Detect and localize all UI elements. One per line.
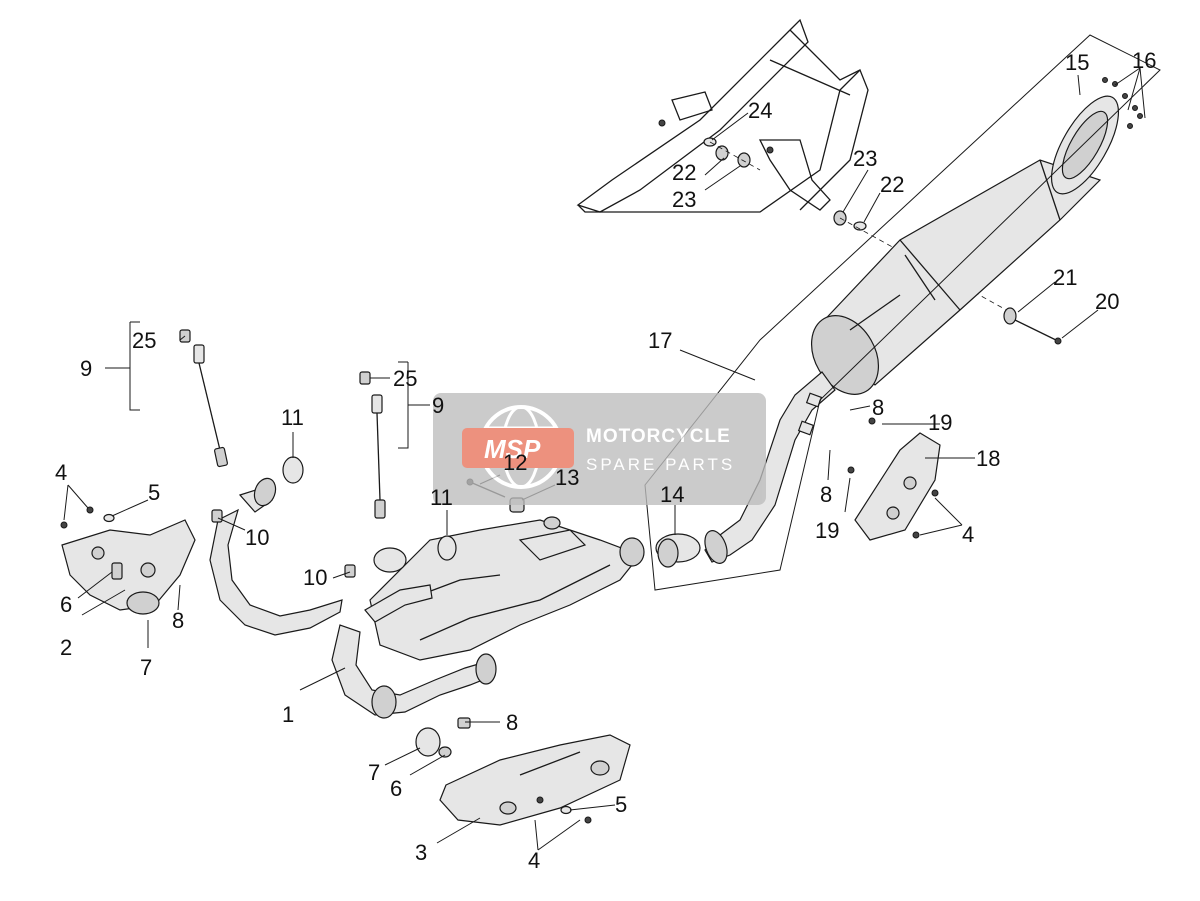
callout-8: 8 <box>172 608 184 633</box>
header-pipes <box>209 477 497 719</box>
rear-frame <box>576 18 869 213</box>
callout-9: 9 <box>432 393 444 418</box>
callout-12: 12 <box>503 450 527 475</box>
callout-19: 19 <box>815 518 839 543</box>
callout-7: 7 <box>140 655 152 680</box>
callout-23: 23 <box>672 187 696 212</box>
callout-20: 20 <box>1095 289 1119 314</box>
watermark-logo: MSP <box>484 434 541 464</box>
callout-6: 6 <box>60 592 72 617</box>
pipe-clamp <box>655 533 701 568</box>
exhaust-collector-catalyst <box>369 516 645 661</box>
callout-11: 11 <box>281 405 304 430</box>
callout-18: 18 <box>976 446 1000 471</box>
watermark-logo-badge <box>462 428 574 468</box>
leader-lines <box>63 34 1161 851</box>
callout-24: 24 <box>748 98 772 123</box>
callout-labels: 1 2 3 4 4 4 5 5 6 6 7 7 8 8 8 8 9 9 10 1… <box>55 48 1156 873</box>
watermark: MSP MOTORCYCLE SPARE PARTS <box>433 393 766 505</box>
callout-10: 10 <box>303 565 327 590</box>
callout-13: 13 <box>555 465 579 490</box>
callout-25: 25 <box>393 366 417 391</box>
callout-6: 6 <box>390 776 402 801</box>
left-heat-shield <box>60 506 196 615</box>
callout-4: 4 <box>528 848 540 873</box>
callout-2: 2 <box>60 635 72 660</box>
callout-11: 11 <box>430 485 453 510</box>
end-cap <box>1050 77 1143 195</box>
lambda-sensor-left <box>179 329 228 468</box>
callout-22: 22 <box>880 172 904 197</box>
silencer-heat-shield <box>847 417 941 541</box>
lower-clamps <box>415 717 471 758</box>
callout-19: 19 <box>928 410 952 435</box>
lower-heat-shield <box>439 734 631 826</box>
callout-5: 5 <box>148 480 160 505</box>
callout-1: 1 <box>282 702 294 727</box>
callout-16: 16 <box>1132 48 1156 73</box>
callout-22: 22 <box>672 160 696 185</box>
watermark-title: MOTORCYCLE <box>586 426 731 447</box>
callout-25: 25 <box>132 328 156 353</box>
callout-15: 15 <box>1065 50 1089 75</box>
watermark-panel <box>433 393 766 505</box>
callout-4: 4 <box>962 522 974 547</box>
callout-8: 8 <box>872 395 884 420</box>
callout-10: 10 <box>245 525 269 550</box>
callout-23: 23 <box>853 146 877 171</box>
callout-21: 21 <box>1053 265 1077 290</box>
callout-5: 5 <box>615 792 627 817</box>
callout-3: 3 <box>415 840 427 865</box>
frame-washers <box>703 137 1011 313</box>
callout-7: 7 <box>368 760 380 785</box>
callout-4: 4 <box>55 460 67 485</box>
bolt-washer-20-21 <box>1003 307 1062 345</box>
callout-8: 8 <box>506 710 518 735</box>
watermark-subtitle: SPARE PARTS <box>586 455 735 474</box>
callout-9: 9 <box>80 356 92 381</box>
silencer-muffler <box>704 159 1102 564</box>
callout-17: 17 <box>648 328 672 353</box>
lambda-sensor-right <box>359 371 386 519</box>
callout-8: 8 <box>820 482 832 507</box>
callout-14: 14 <box>660 482 684 507</box>
